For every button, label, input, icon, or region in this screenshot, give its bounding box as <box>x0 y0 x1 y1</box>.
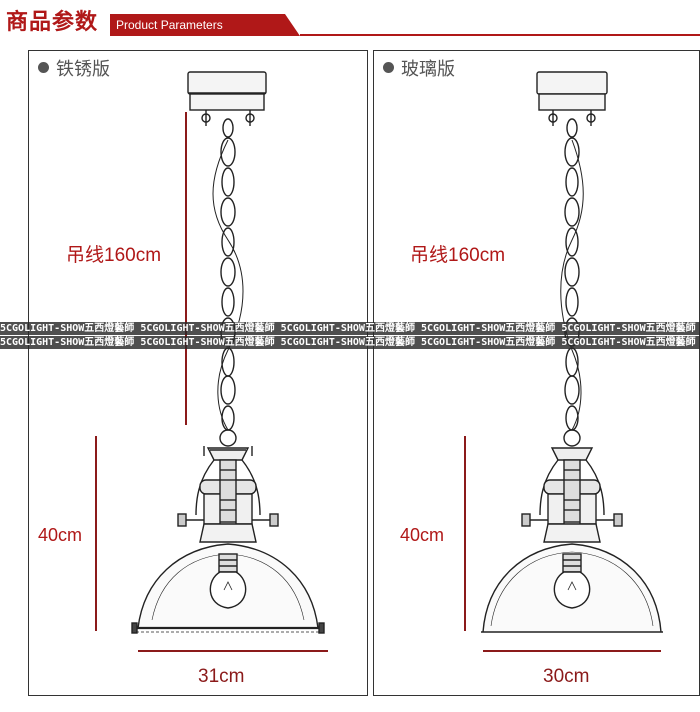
watermark-text: 5CGOLIGHT-SHOW五西燈藝師 <box>280 323 415 334</box>
watermark-text: 5CGOLIGHT-SHOW五西燈藝師 <box>280 337 415 348</box>
width-label-rust: 31cm <box>198 666 245 687</box>
panel-title-glass: 玻璃版 <box>383 58 455 82</box>
watermark-text: 5CGOLIGHT-SHOW五西燈藝師 <box>140 337 275 348</box>
panel-title-rust: 铁锈版 <box>38 58 110 82</box>
width-label-glass: 30cm <box>543 666 590 687</box>
watermark-text: 5CGOLIGHT-SHOW五西燈藝師 <box>420 337 556 348</box>
watermark-text: 5CGOLIGHT-SHOW五西燈藝師 <box>0 323 135 334</box>
panel-title-rust-label: 铁锈版 <box>56 59 110 80</box>
cord-length-label-rust: 吊线160cm <box>66 245 162 266</box>
height-label-rust: 40cm <box>38 525 83 545</box>
watermark-text: 5CGOLIGHT-SHOW五西燈藝師 <box>420 323 556 334</box>
panel-title-glass-label: 玻璃版 <box>401 59 455 80</box>
page-title: 商品参数 <box>6 10 99 35</box>
watermark-strip: 5CGOLIGHT-SHOW五西燈藝師 5CGOLIGHT-SHOW五西燈藝師 … <box>0 336 700 349</box>
watermark-text: 5CGOLIGHT-SHOW五西燈藝師 <box>561 337 696 348</box>
watermark-text: 5CGOLIGHT-SHOW五西燈藝師 <box>561 323 696 334</box>
bullet-icon <box>38 62 49 73</box>
bullet-icon <box>383 62 394 73</box>
pendant-lamp-drawing-rust <box>95 71 328 652</box>
cord-length-label-glass: 吊线160cm <box>410 245 506 266</box>
watermark-text: 5CGOLIGHT-SHOW五西燈藝師 <box>0 337 135 348</box>
page-subtitle: Product Parameters <box>116 18 223 32</box>
watermark-text: 5CGOLIGHT-SHOW五西燈藝師 <box>140 323 275 334</box>
watermark-strip: 5CGOLIGHT-SHOW五西燈藝師 5CGOLIGHT-SHOW五西燈藝師 … <box>0 322 700 335</box>
pendant-lamp-drawing-glass <box>464 71 663 652</box>
header-banner <box>110 14 700 36</box>
height-label-glass: 40cm <box>400 525 445 545</box>
